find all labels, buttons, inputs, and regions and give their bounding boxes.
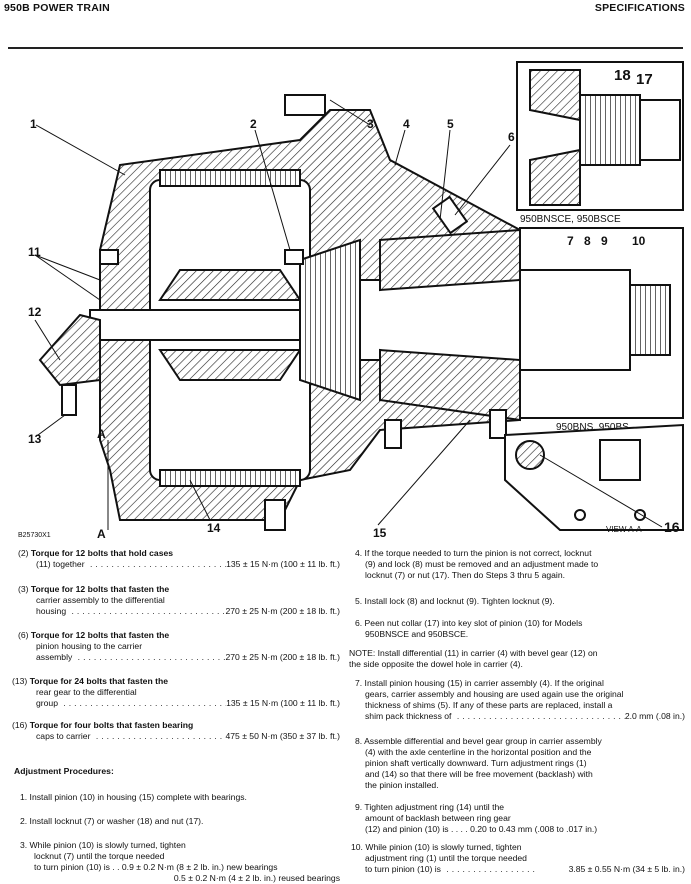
- section-mark-a-top: A: [97, 427, 106, 441]
- inset-mid-caption: 950BNS, 950BS: [556, 422, 629, 433]
- power-train-cross-section-drawing: 950BNSCE, 950BSCE 950BNS, 950BS VIEW A-A…: [18, 61, 684, 541]
- callout-labels: 1 2 3 4 5 6 18 17 7 8 9 10 11 12 13 14 1…: [28, 67, 680, 541]
- step-1: 1. Install pinion (10) in housing (15) c…: [20, 792, 247, 802]
- step-7: 7. Install pinion housing (15) in carrie…: [355, 678, 685, 721]
- callout-2: 2: [250, 117, 257, 131]
- torque-spec-6: (6) Torque for 12 bolts that fasten the …: [18, 630, 340, 662]
- step-9: 9. Tighten adjustment ring (14) until th…: [355, 802, 598, 834]
- callout-4: 4: [403, 117, 410, 131]
- section-mark-a-bottom: A: [97, 527, 106, 541]
- figure-id: B25730X1: [18, 532, 51, 539]
- header-section-title: 950B POWER TRAIN: [4, 2, 110, 14]
- callout-5: 5: [447, 117, 454, 131]
- inset-locknut: [519, 227, 684, 419]
- callout-11: 11: [28, 245, 41, 259]
- step-5: 5. Install lock (8) and locknut (9). Tig…: [355, 596, 555, 606]
- step-4: 4. If the torque needed to turn the pini…: [355, 548, 599, 580]
- differential-case: [89, 169, 361, 487]
- view-a-a: [504, 423, 684, 531]
- callout-9: 9: [601, 234, 608, 248]
- header-rule: [8, 47, 683, 49]
- callout-7: 7: [567, 234, 574, 248]
- callout-10: 10: [632, 234, 646, 248]
- bolts: [99, 94, 507, 531]
- callout-13: 13: [28, 432, 42, 446]
- header-chapter-title: SPECIFICATIONS: [594, 2, 685, 14]
- torque-spec-16: (16) Torque for four bolts that fasten b…: [12, 720, 340, 741]
- callout-6: 6: [508, 130, 515, 144]
- torque-spec-13: (13) Torque for 24 bolts that fasten the…: [12, 676, 340, 708]
- note: NOTE: Install differential (11) in carri…: [349, 648, 598, 669]
- pinion-shaft: [359, 228, 671, 422]
- callout-3: 3: [367, 117, 374, 131]
- callout-8: 8: [584, 234, 591, 248]
- callout-14: 14: [207, 521, 221, 535]
- leader-lines: [34, 99, 663, 530]
- adjustment-heading: Adjustment Procedures:: [14, 766, 114, 776]
- view-caption: VIEW A-A: [606, 525, 642, 534]
- step-2: 2. Install locknut (7) or washer (18) an…: [20, 816, 204, 826]
- callout-15: 15: [373, 526, 387, 540]
- step-10: 10. While pinion (10) is slowly turned, …: [351, 842, 685, 874]
- callout-1: 1: [30, 117, 37, 131]
- callout-12: 12: [28, 305, 42, 319]
- inset-top-caption: 950BNSCE, 950BSCE: [520, 214, 621, 225]
- inset-nut-collar: [516, 61, 684, 211]
- callout-17: 17: [636, 71, 653, 88]
- callout-16: 16: [664, 519, 680, 535]
- step-6: 6. Peen nut collar (17) into key slot of…: [355, 618, 583, 639]
- bevel-gear: [38, 313, 101, 416]
- callout-18: 18: [614, 67, 631, 84]
- torque-spec-2: (2) Torque for 12 bolts that hold cases …: [18, 548, 340, 569]
- torque-spec-3: (3) Torque for 12 bolts that fasten the …: [18, 584, 340, 616]
- step-8: 8. Assemble differential and bevel gear …: [355, 736, 602, 790]
- step-3: 3. While pinion (10) is slowly turned, t…: [20, 840, 340, 883]
